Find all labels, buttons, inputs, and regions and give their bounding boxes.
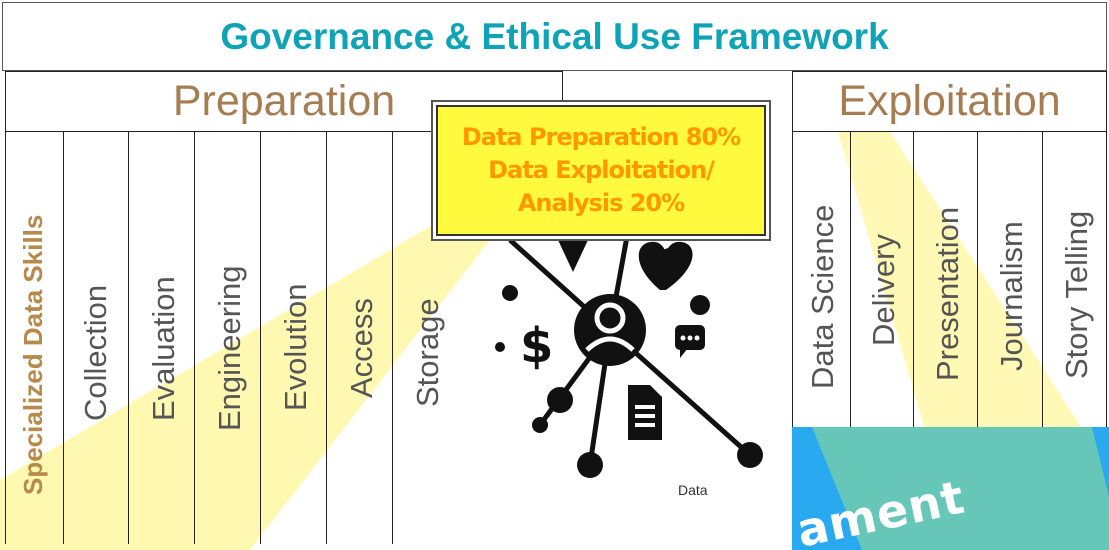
node-dot bbox=[547, 387, 573, 413]
exploitation-heading: Exploitation bbox=[838, 77, 1061, 125]
light-beam-left bbox=[0, 150, 560, 550]
hub-caption: Data bbox=[678, 482, 708, 498]
dollar-icon: $ bbox=[520, 318, 553, 374]
column-label-engineering: Engineering bbox=[212, 265, 247, 431]
exploitation-columns: Data Science Delivery Presentation Journ… bbox=[792, 131, 1107, 427]
column-specialized-data-skills: Specialized Data Skills bbox=[5, 131, 63, 544]
heart-icon bbox=[638, 241, 693, 290]
callout-line-2: Data Exploitation/ bbox=[488, 156, 715, 184]
person-icon bbox=[574, 294, 646, 366]
column-collection: Collection bbox=[63, 131, 128, 544]
column-label-evolution: Evolution bbox=[278, 283, 313, 411]
document-icon bbox=[628, 385, 662, 440]
exploitation-header: Exploitation bbox=[792, 71, 1107, 132]
node-dot bbox=[532, 417, 548, 433]
column-access: Access bbox=[326, 131, 392, 544]
callout-line-3: Analysis 20% bbox=[517, 189, 685, 217]
node-dot bbox=[737, 442, 763, 468]
column-engineering: Engineering bbox=[194, 131, 260, 544]
node-dot bbox=[502, 285, 518, 301]
column-label-collection: Collection bbox=[78, 284, 113, 421]
effort-split-callout: Data Preparation 80% Data Exploitation/ … bbox=[436, 105, 766, 236]
framework-title: Governance & Ethical Use Framework bbox=[2, 2, 1107, 71]
node-dot bbox=[495, 342, 505, 352]
preparation-heading: Preparation bbox=[172, 77, 396, 125]
column-label-storage: Storage bbox=[410, 298, 445, 407]
column-story-telling: Story Telling bbox=[1042, 131, 1107, 427]
framework-title-text: Governance & Ethical Use Framework bbox=[220, 15, 889, 57]
preparation-columns: Specialized Data Skills Collection Evalu… bbox=[5, 131, 455, 544]
column-label-evaluation: Evaluation bbox=[146, 276, 181, 421]
callout-line-1: Data Preparation 80% bbox=[461, 123, 741, 151]
column-label-delivery: Delivery bbox=[866, 234, 901, 346]
preparation-header: Preparation bbox=[5, 71, 563, 132]
column-label-story-telling: Story Telling bbox=[1059, 210, 1094, 379]
chat-icon bbox=[675, 325, 705, 358]
column-data-science: Data Science bbox=[792, 131, 850, 427]
column-label-presentation: Presentation bbox=[930, 206, 965, 381]
data-hub-graphic: $ bbox=[495, 200, 763, 478]
column-label-access: Access bbox=[344, 298, 379, 398]
column-storage: Storage bbox=[392, 131, 455, 544]
node-dot bbox=[577, 452, 603, 478]
column-evolution: Evolution bbox=[260, 131, 326, 544]
node-dot bbox=[690, 295, 710, 315]
column-label-data-science: Data Science bbox=[805, 204, 840, 389]
column-journalism: Journalism bbox=[977, 131, 1042, 427]
column-presentation: Presentation bbox=[913, 131, 977, 427]
column-label-journalism: Journalism bbox=[994, 221, 1029, 371]
column-label-specialized-data-skills: Specialized Data Skills bbox=[18, 214, 48, 495]
column-evaluation: Evaluation bbox=[128, 131, 194, 544]
corner-panel: ament bbox=[792, 427, 1109, 550]
column-delivery: Delivery bbox=[850, 131, 913, 427]
triangle-icon bbox=[558, 240, 588, 272]
corner-panel-teal bbox=[812, 427, 1109, 550]
corner-panel-shapes bbox=[792, 427, 1109, 550]
